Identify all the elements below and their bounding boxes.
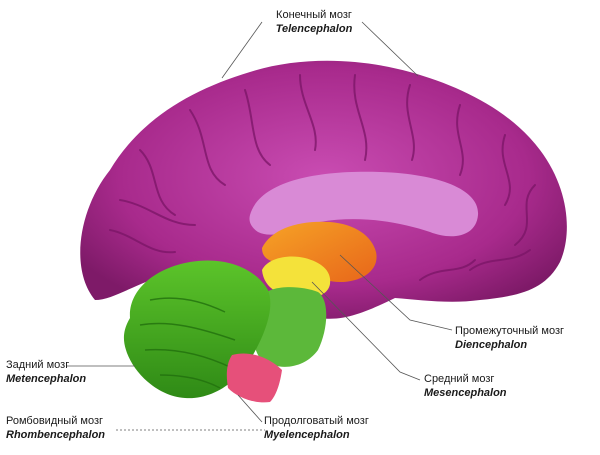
label-diencephalon-ru: Промежуточный мозг: [455, 325, 564, 337]
label-mesencephalon-la: Mesencephalon: [424, 387, 507, 399]
label-myelencephalon-ru: Продолговатый мозг: [264, 415, 369, 427]
corpus-callosum: [249, 171, 479, 237]
gyri-lines: [109, 74, 536, 281]
label-rhombencephalon-la: Rhombencephalon: [6, 429, 106, 441]
label-rhombencephalon-ru: Ромбовидный мозг: [6, 415, 104, 427]
label-mesencephalon: Средний мозг Mesencephalon: [424, 372, 507, 400]
label-metencephalon-ru: Задний мозг: [6, 359, 70, 371]
label-diencephalon: Промежуточный мозг Diencephalon: [455, 324, 564, 352]
label-myelencephalon-la: Myelencephalon: [264, 429, 350, 441]
label-telencephalon-la: Telencephalon: [275, 23, 353, 35]
diencephalon-region: [262, 221, 377, 282]
label-myelencephalon: Продолговатый мозг Myelencephalon: [264, 414, 369, 442]
myelencephalon-region: [226, 353, 282, 403]
label-metencephalon: Задний мозг Metencephalon: [6, 358, 86, 386]
label-metencephalon-la: Metencephalon: [6, 373, 87, 385]
leader-lines: [66, 21, 453, 431]
label-telencephalon-ru: Конечный мозг: [276, 9, 352, 21]
cerebellum-folia: [139, 297, 236, 389]
pons-region: [253, 287, 327, 367]
label-mesencephalon-ru: Средний мозг: [424, 373, 495, 385]
label-telencephalon: Конечный мозг Telencephalon: [262, 8, 366, 36]
label-rhombencephalon: Ромбовидный мозг Rhombencephalon: [6, 414, 105, 442]
label-diencephalon-la: Diencephalon: [455, 339, 528, 351]
